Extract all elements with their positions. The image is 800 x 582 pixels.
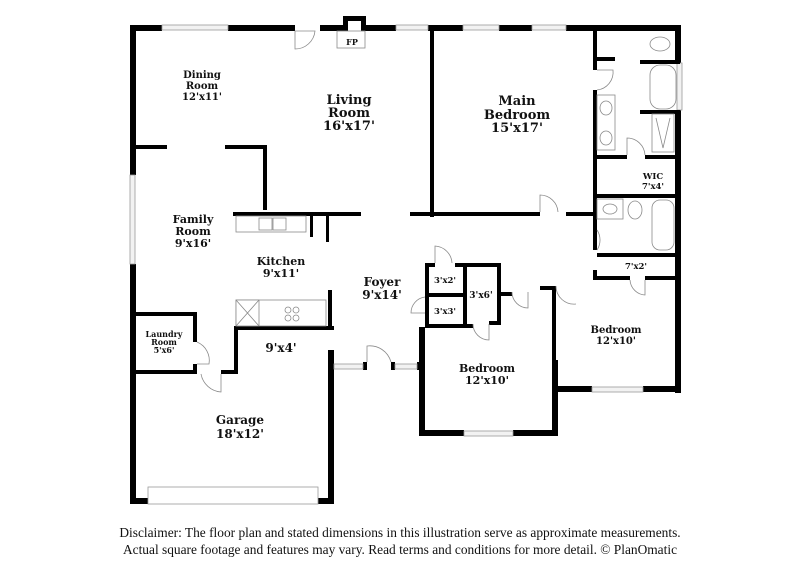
family-room-label: Family Room 9'x16'	[173, 213, 214, 250]
svg-text:15'x17': 15'x17'	[491, 121, 543, 136]
main-bedroom-label: Main Bedroom 15'x17'	[484, 94, 551, 136]
svg-text:Foyer: Foyer	[364, 275, 401, 289]
hall-bathtub	[651, 199, 675, 251]
closet-3x6-label: 3'x6'	[469, 291, 492, 301]
svg-text:Laundry: Laundry	[146, 329, 183, 339]
svg-text:Garage: Garage	[216, 413, 265, 427]
garage-label: Garage 18'x12'	[216, 413, 265, 441]
svg-text:Room: Room	[186, 81, 219, 92]
svg-text:Room: Room	[328, 106, 370, 121]
dining-room-label: Dining Room 12'x11'	[182, 70, 222, 103]
room-labels: FP Dining Room 12'x11' Living Room 16'x1…	[146, 37, 665, 441]
svg-text:Family: Family	[173, 213, 214, 226]
fireplace	[336, 30, 366, 49]
exterior-walls	[130, 16, 681, 504]
doors	[196, 30, 646, 393]
bedroom-3-label: Bedroom 12'x10'	[591, 325, 642, 347]
svg-text:Bedroom: Bedroom	[484, 108, 551, 123]
interior-walls	[130, 25, 681, 374]
fixtures	[235, 30, 677, 327]
laundry-room-label: Laundry Room 5'x6'	[146, 329, 183, 355]
svg-text:Room: Room	[175, 225, 211, 238]
svg-text:Kitchen: Kitchen	[257, 255, 306, 268]
fireplace-label: FP	[346, 37, 358, 47]
svg-text:18'x12': 18'x12'	[216, 427, 264, 441]
disclaimer: Disclaimer: The floor plan and stated di…	[0, 524, 800, 558]
living-room-label: Living Room 16'x17'	[323, 93, 375, 134]
svg-text:12'x10': 12'x10'	[465, 374, 509, 387]
closet-3x3-label: 3'x3'	[434, 307, 456, 317]
svg-text:9'x16': 9'x16'	[175, 237, 211, 250]
wic-label: WIC 7'x4'	[642, 172, 664, 192]
windows	[129, 24, 683, 505]
svg-text:Dining: Dining	[183, 70, 221, 81]
disclaimer-line-1: Disclaimer: The floor plan and stated di…	[119, 525, 681, 540]
kitchen-label: Kitchen 9'x11'	[257, 255, 306, 280]
svg-text:7'x4': 7'x4'	[642, 182, 664, 192]
svg-text:9'x11': 9'x11'	[263, 267, 299, 280]
closet-7x2-label: 7'x2'	[625, 262, 647, 272]
closet-3x2-label: 3'x2'	[434, 276, 456, 286]
bathtub	[649, 64, 677, 110]
disclaimer-line-2: Actual square footage and features may v…	[122, 542, 678, 557]
svg-text:Room: Room	[151, 337, 177, 347]
svg-text:Bedroom: Bedroom	[459, 362, 515, 375]
toilet	[649, 36, 671, 52]
svg-text:Main: Main	[498, 94, 536, 109]
svg-text:16'x17': 16'x17'	[323, 119, 375, 134]
foyer-label: Foyer 9'x14'	[362, 275, 402, 302]
svg-text:9'x14': 9'x14'	[362, 288, 402, 302]
svg-text:Living: Living	[326, 93, 371, 108]
svg-text:12'x10': 12'x10'	[596, 336, 636, 347]
svg-text:Bedroom: Bedroom	[591, 325, 642, 336]
bedroom-2-label: Bedroom 12'x10'	[459, 362, 515, 387]
svg-text:WIC: WIC	[642, 172, 664, 182]
svg-text:5'x6': 5'x6'	[154, 345, 175, 355]
mudroom-label: 9'x4'	[265, 341, 296, 355]
svg-text:12'x11': 12'x11'	[182, 92, 222, 103]
